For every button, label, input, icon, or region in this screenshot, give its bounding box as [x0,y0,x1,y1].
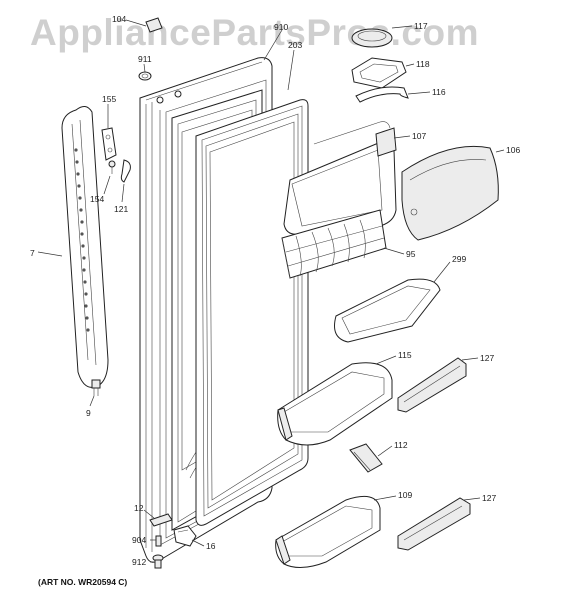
label-904: 904 [132,535,146,545]
label-107: 107 [412,131,426,141]
label-910: 910 [274,22,288,32]
label-109: 109 [398,490,412,500]
label-203: 203 [288,40,302,50]
label-127-lower: 127 [482,493,496,503]
label-911: 911 [138,54,152,64]
label-9: 9 [86,408,91,418]
watermark: AppliancePartsPros.com [30,12,479,53]
part-labels: 104 910 203 911 117 118 116 155 107 106 … [30,14,520,567]
label-912: 912 [132,557,146,567]
label-95: 95 [406,249,416,259]
bracket-screw [108,160,116,174]
hinge-pin [155,535,162,547]
bin-divider [349,443,383,473]
label-117: 117 [414,21,428,31]
door-shelf [334,278,441,343]
label-104: 104 [112,14,126,24]
label-121: 121 [114,204,128,214]
door-bin-upper [277,362,393,446]
cap-housing [351,57,407,89]
handle-bracket [101,127,117,161]
door-gasket [195,99,309,526]
hinge-screw [152,554,164,569]
dispenser-cap [351,28,393,48]
cap-trim [355,86,409,103]
label-155: 155 [102,94,116,104]
door-handle [61,106,109,388]
label-127-upper: 127 [480,353,494,363]
handle-clip [120,159,131,183]
label-116: 116 [432,87,446,97]
door-bin-lower [275,495,381,568]
label-7: 7 [30,248,35,258]
leader-lines [37,19,505,563]
label-118: 118 [416,59,430,69]
label-106: 106 [506,145,520,155]
label-154: 154 [90,194,104,204]
wire-rack [281,209,387,279]
label-112: 112 [394,440,408,450]
hinge-cover [145,17,163,33]
label-16: 16 [206,541,216,551]
hinge-bushing [138,71,152,81]
art-number: (ART NO. WR20594 C) [38,577,128,587]
hinge-bracket [173,525,197,547]
hinge-plate [149,513,173,527]
handle-screw [91,379,101,396]
label-12: 12 [134,503,144,513]
label-299: 299 [452,254,466,264]
bin-trim-upper [397,357,467,413]
label-115: 115 [398,350,412,360]
dairy-bin-door [401,145,499,241]
bin-trim-lower [397,497,471,551]
dairy-bin [283,121,397,235]
